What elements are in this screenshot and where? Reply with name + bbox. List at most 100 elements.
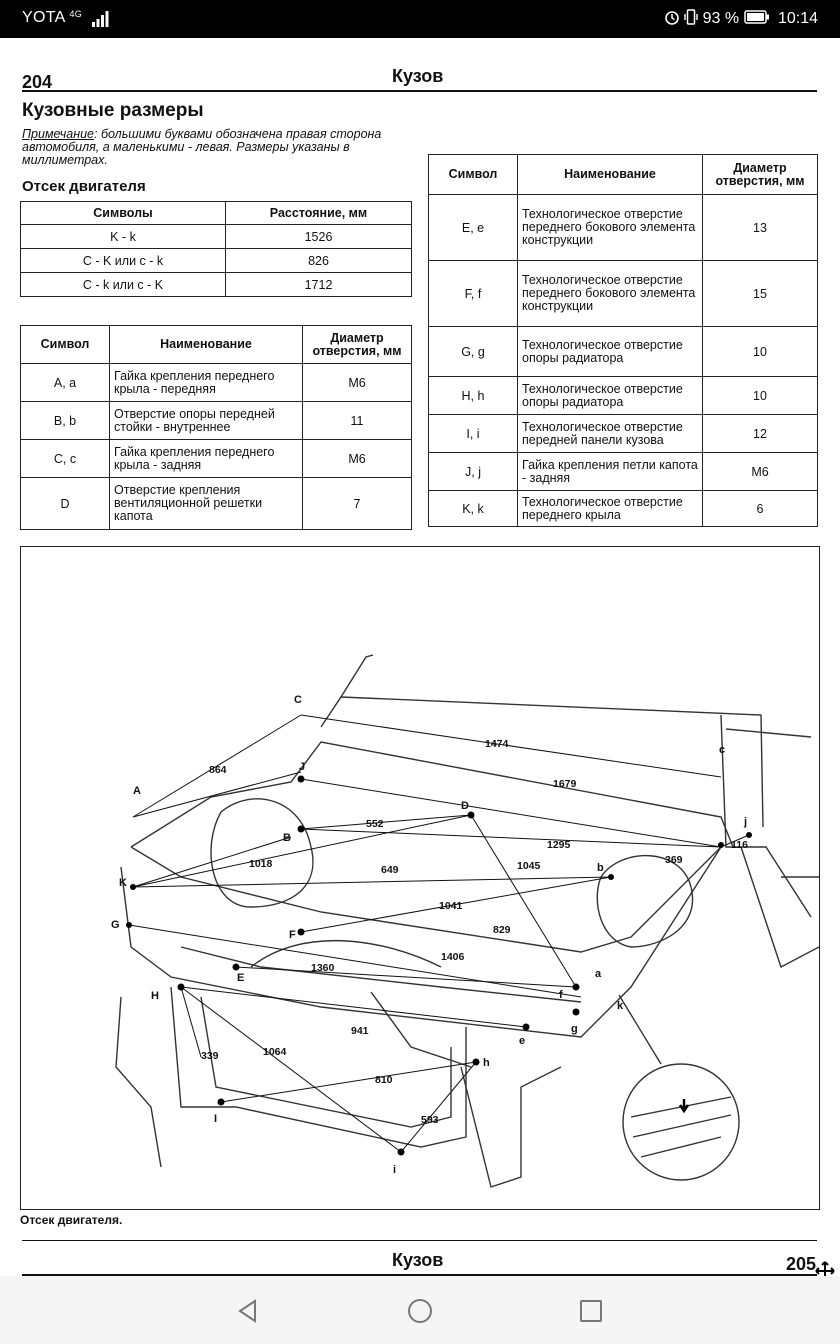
point-label: C (294, 694, 302, 706)
holes-header: Диаметр отверстия, мм (702, 154, 818, 195)
point-label: e (519, 1035, 525, 1047)
holes-header: Наименование (109, 325, 303, 364)
carrier-name: YOTA (22, 9, 65, 26)
dimension-label: 1360 (311, 962, 335, 974)
point-label: g (571, 1023, 578, 1035)
table-cell: C, c (20, 439, 110, 478)
table-cell: Отверстие крепления вентиляционной решет… (109, 477, 303, 530)
page-title: Кузовные размеры (22, 100, 204, 121)
signal-icon (91, 11, 109, 27)
table-cell: G, g (428, 326, 518, 377)
dimension-label: 810 (375, 1074, 393, 1086)
point-label: B (283, 832, 291, 844)
back-icon[interactable] (233, 1296, 263, 1326)
point-label: c (719, 744, 725, 756)
battery-percent: 93 % (702, 10, 740, 27)
table-cell: 10 (702, 326, 818, 377)
holes-header: Символ (20, 325, 110, 364)
point-label: F (289, 929, 296, 941)
recents-icon[interactable] (576, 1296, 606, 1326)
table-cell: A, a (20, 363, 110, 402)
table-cell: F, f (428, 260, 518, 327)
holes-table-left: Символ Наименование Диаметр отверстия, м… (20, 325, 412, 530)
table-cell: M6 (302, 363, 412, 402)
dimension-label: 369 (665, 854, 683, 866)
engine-bay-diagram: A B C D E F G H I J K a b c e f g h i j (20, 546, 820, 1210)
dimension-label: 649 (381, 864, 399, 876)
table-cell: Технологическое отверстие передней панел… (517, 414, 703, 453)
table-cell: Технологическое отверстие переднего крыл… (517, 490, 703, 527)
point-label: j (743, 816, 747, 828)
dimension-label: 552 (366, 818, 384, 830)
point-label: b (597, 862, 604, 874)
table-cell: I, i (428, 414, 518, 453)
table-cell: Гайка крепления переднего крыла - передн… (109, 363, 303, 402)
table-cell: 15 (702, 260, 818, 327)
point-label: E (237, 972, 244, 984)
point-label: h (483, 1057, 490, 1069)
footer-rule (22, 1274, 817, 1276)
dimension-label: 1018 (249, 858, 273, 870)
table-cell: Гайка крепления петли капота - задняя (517, 452, 703, 491)
figure-caption: Отсек двигателя. (20, 1213, 123, 1227)
section-header-bottom: Кузов (392, 1250, 444, 1270)
dimension-label: 864 (209, 764, 227, 776)
table-cell: K - k (20, 224, 226, 249)
point-label: i (393, 1164, 396, 1176)
table-cell: M6 (302, 439, 412, 478)
dimension-label: 1045 (517, 860, 541, 872)
network-type: 4G (69, 9, 83, 19)
table-cell: C - K или c - k (20, 248, 226, 273)
holes-header: Наименование (517, 154, 703, 195)
header-rule (22, 90, 817, 92)
table-cell: E, e (428, 194, 518, 261)
dimension-label: 941 (351, 1025, 369, 1037)
document-page: 204 Кузов Кузовные размеры Примечание: б… (0, 38, 840, 1281)
home-icon[interactable] (405, 1296, 435, 1326)
table-cell: 10 (702, 376, 818, 415)
point-label: f (559, 989, 563, 1001)
point-label: H (151, 990, 159, 1002)
dimension-label: 1474 (485, 738, 509, 750)
dimension-label: 1406 (441, 951, 465, 963)
table-cell: 12 (702, 414, 818, 453)
note-paragraph: Примечание: большими буквами обозначена … (22, 128, 414, 167)
table-cell: C - k или c - K (20, 272, 226, 297)
page-number-top: 204 (22, 72, 53, 92)
table-cell: 13 (702, 194, 818, 261)
point-label: K (119, 877, 127, 889)
page-number-bottom: 205 (786, 1254, 817, 1274)
table-cell: 6 (702, 490, 818, 527)
note-label: Примечание (22, 127, 94, 141)
table-cell: Технологическое отверстие опоры радиатор… (517, 326, 703, 377)
footer-rule-top (22, 1240, 817, 1241)
table-cell: Технологическое отверстие переднего боко… (517, 260, 703, 327)
point-label: A (133, 785, 141, 797)
table-cell: Технологическое отверстие переднего боко… (517, 194, 703, 261)
table-cell: 1526 (225, 224, 412, 249)
table-cell: 7 (302, 477, 412, 530)
distance-header: Расстояние, мм (225, 201, 412, 225)
table-cell: Гайка крепления переднего крыла - задняя (109, 439, 303, 478)
alarm-icon (664, 11, 679, 25)
dimension-label: 593 (421, 1114, 439, 1126)
holes-header: Символ (428, 154, 518, 195)
dimension-label: 1041 (439, 900, 463, 912)
dimension-label: 1064 (263, 1046, 287, 1058)
section-subtitle: Отсек двигателя (22, 178, 146, 195)
table-cell: Отверстие опоры передней стойки - внутре… (109, 401, 303, 440)
dimension-label: 829 (493, 924, 511, 936)
table-cell: 1712 (225, 272, 412, 297)
distance-header: Символы (20, 201, 226, 225)
